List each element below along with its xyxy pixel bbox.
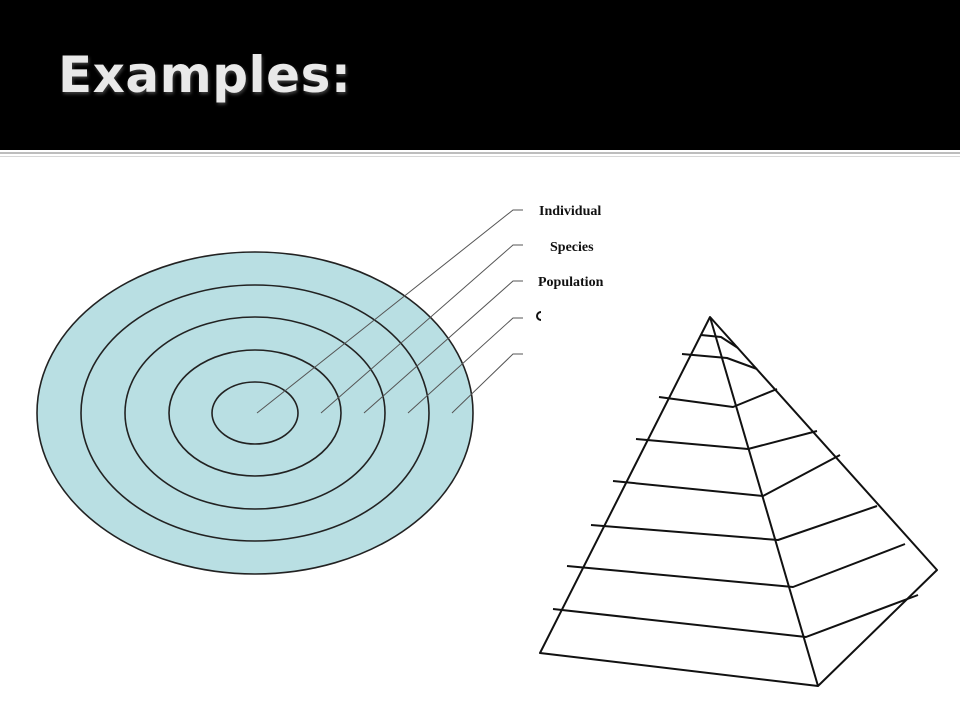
leader-lines (256, 209, 523, 414)
leader-line-5 (451, 353, 523, 414)
pyramid-layer-5 (612, 454, 841, 497)
label-individual: Individual (539, 204, 601, 219)
pyramid-front-edge (709, 316, 819, 687)
pyramid-outline (539, 316, 938, 687)
title-divider (0, 152, 960, 154)
pyramid-layer-3 (658, 388, 778, 408)
ellipse-ring-1 (211, 381, 299, 445)
layered-pyramid (539, 316, 938, 687)
ellipse-ring-5 (36, 251, 474, 575)
leader-line-4 (407, 317, 523, 414)
pyramid-layer-1 (700, 334, 739, 349)
ellipse-ring-2 (168, 349, 342, 477)
leader-line-2 (320, 244, 523, 414)
ellipse-ring-3 (124, 316, 386, 510)
title-bar: Examples: (0, 0, 960, 150)
concentric-ellipses (36, 251, 474, 575)
leader-line-1 (256, 209, 523, 414)
leader-line-3 (363, 280, 523, 414)
title-divider-thin (0, 156, 960, 157)
slide-title: Examples: (58, 46, 352, 104)
label-partially-hidden (536, 311, 542, 321)
pyramid-layer-7 (566, 543, 906, 588)
ellipse-ring-4 (80, 284, 430, 542)
pyramid-layer-8 (552, 594, 919, 638)
pyramid-layer-2 (681, 353, 758, 370)
pyramid-layer-4 (635, 430, 818, 450)
label-population: Population (538, 275, 604, 290)
label-species: Species (550, 240, 594, 255)
pyramid-layer-6 (590, 505, 878, 541)
